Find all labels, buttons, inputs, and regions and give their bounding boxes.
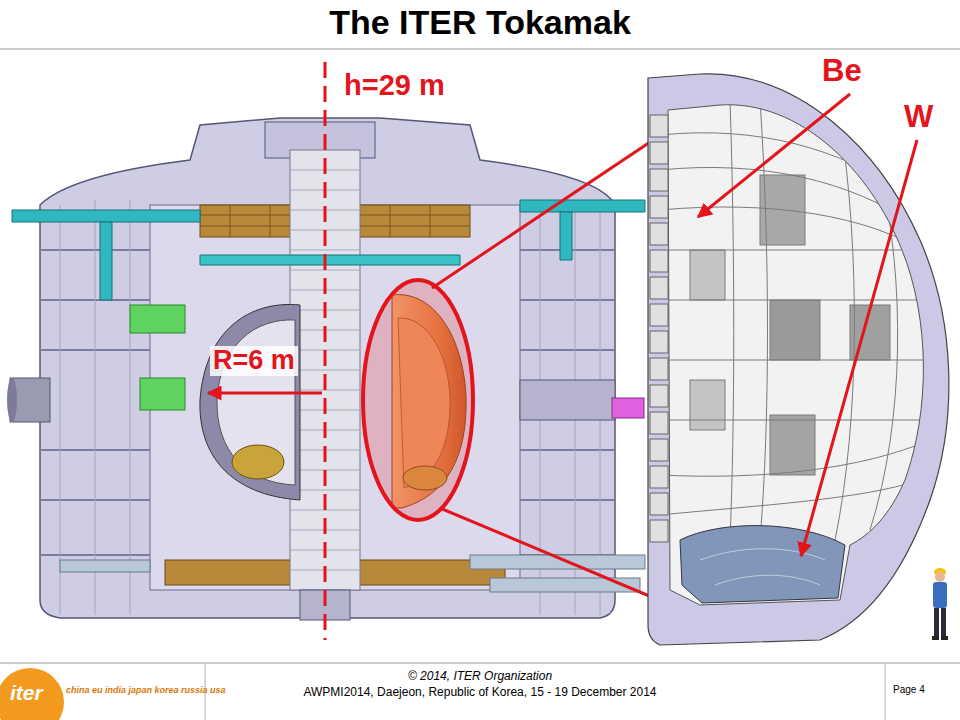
- radius-dimension: R=6 m: [210, 346, 298, 376]
- slide-title: The ITER Tokamak: [0, 4, 960, 41]
- height-axis: [324, 62, 327, 640]
- vessel-cross-section: [648, 74, 949, 645]
- logo-disc: [0, 668, 64, 720]
- logo-tagline: china eu india japan korea russia usa: [66, 686, 226, 696]
- header-rule: [0, 49, 960, 50]
- material-label: Be: [822, 54, 862, 88]
- material-pointer: [801, 140, 917, 556]
- material-pointer: [698, 94, 850, 217]
- copyright-note: © 2014, ITER Organization: [408, 670, 552, 683]
- person-figure: [932, 568, 948, 640]
- page-number: Page 4: [893, 684, 925, 695]
- footer-divider: [885, 664, 886, 720]
- footer-rule: [0, 663, 960, 664]
- zoom-arrow: [440, 508, 666, 603]
- event-note: AWPMI2014, Daejeon, Republic of Korea, 1…: [303, 686, 656, 699]
- zoom-arrow: [432, 120, 683, 288]
- material-label: W: [904, 100, 933, 134]
- height-dimension: h=29 m: [344, 70, 445, 102]
- radius-arrow: [208, 392, 322, 395]
- logo-text: iter: [10, 681, 43, 704]
